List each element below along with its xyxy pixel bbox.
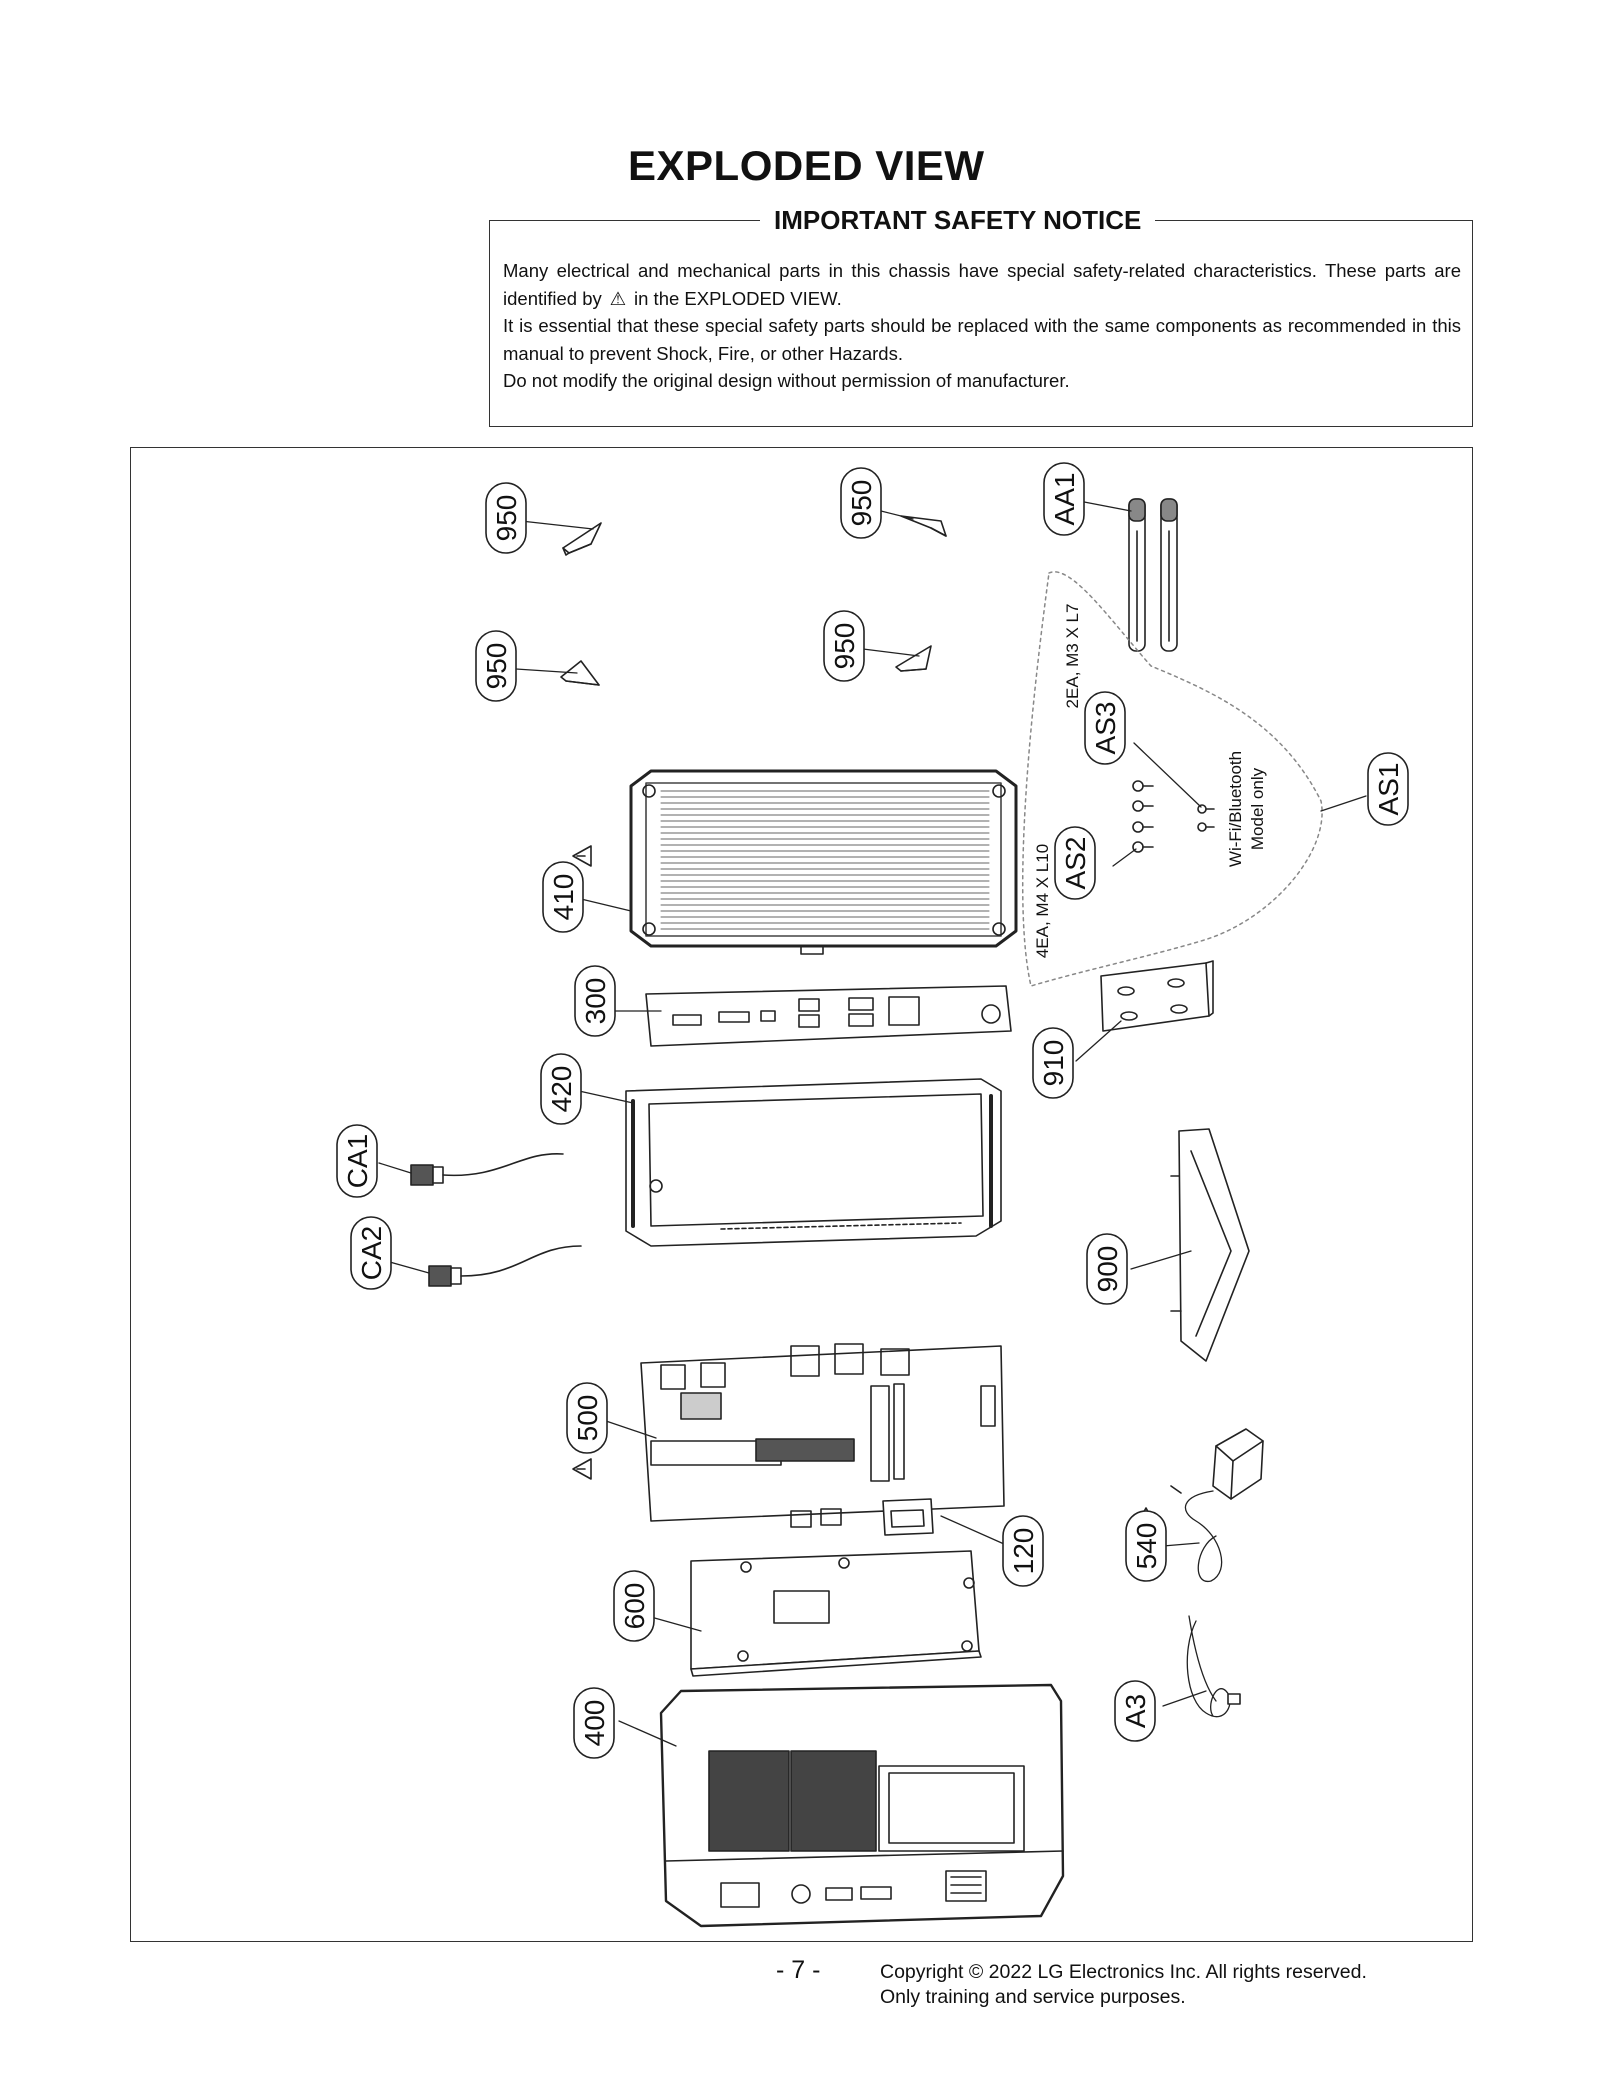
callout-300-label: 300 — [580, 978, 611, 1025]
callout-410-label: 410 — [548, 874, 579, 921]
callout-as2-label: AS2 — [1060, 837, 1091, 890]
foot-part-950-2 — [900, 515, 947, 537]
callout-600-label: 600 — [619, 1583, 650, 1630]
callout-500-label: 500 — [572, 1395, 603, 1442]
callout-500: 500 — [566, 1382, 608, 1454]
page-title: EXPLODED VIEW — [628, 142, 985, 189]
callout-950-3: 950 — [475, 630, 517, 702]
copyright-line-1: Copyright © 2022 LG Electronics Inc. All… — [880, 1961, 1367, 1983]
callout-540: 540 — [1125, 1510, 1167, 1582]
callout-as3: AS3 — [1084, 691, 1126, 765]
callout-420-label: 420 — [546, 1066, 577, 1113]
callout-ca2-label: CA2 — [356, 1226, 387, 1280]
callout-ca1: CA1 — [336, 1124, 378, 1198]
callout-900-label: 900 — [1092, 1246, 1123, 1293]
callout-950-2: 950 — [840, 467, 882, 539]
callout-400: 400 — [573, 1687, 615, 1759]
safety-notice-line1b: in the EXPLODED VIEW. — [634, 287, 842, 309]
callout-600: 600 — [613, 1570, 655, 1642]
warning-triangle-icon-500 — [572, 1458, 592, 1480]
safety-notice-line1a: Many electrical and mechanical parts in … — [503, 260, 1461, 309]
shield-plate-part-600 — [690, 1550, 982, 1677]
safety-notice-body: Many electrical and mechanical parts in … — [503, 257, 1461, 395]
callout-ca2: CA2 — [350, 1216, 392, 1290]
safety-notice-title: IMPORTANT SAFETY NOTICE — [760, 205, 1156, 236]
safety-notice-paragraph-3: Do not modify the original design withou… — [503, 370, 1070, 391]
mid-frame-part-420 — [625, 1078, 1002, 1247]
callout-910-label: 910 — [1038, 1040, 1069, 1087]
safety-notice-paragraph-1: Many electrical and mechanical parts in … — [503, 257, 1461, 312]
callout-950-1: 950 — [485, 482, 527, 554]
copyright-notice: Copyright © 2022 LG Electronics Inc. All… — [880, 1960, 1367, 2010]
adapter-part-540 — [1170, 1428, 1264, 1582]
callout-950-3-label: 950 — [481, 643, 512, 690]
bottom-chassis-part-400 — [659, 1683, 1065, 1928]
antenna-part-aa1 — [1128, 498, 1178, 652]
exploded-view-frame: 950 950 AA1 950 950 AS3 AS2 AS1 410 300 … — [130, 447, 1473, 1942]
callout-a3: A3 — [1114, 1680, 1156, 1742]
foot-part-950-4 — [895, 645, 932, 672]
callout-as1-label: AS1 — [1373, 763, 1404, 816]
power-cord-part-a3 — [1186, 1615, 1241, 1718]
wifi-model-text-line1: Wi-Fi/Bluetooth — [1226, 751, 1245, 867]
callout-950-4-label: 950 — [829, 623, 860, 670]
wifi-kit-dotted-outline — [1021, 571, 1323, 987]
foot-part-950-3 — [560, 660, 600, 686]
screws-as3 — [1197, 804, 1215, 832]
top-cover-part-410 — [629, 769, 1018, 955]
callout-as1: AS1 — [1367, 752, 1409, 826]
stand-part-900 — [1170, 1128, 1250, 1362]
callout-a3-label: A3 — [1120, 1694, 1151, 1728]
callout-aa1-label: AA1 — [1049, 473, 1080, 526]
callout-120: 120 — [1002, 1515, 1044, 1587]
warning-triangle-icon: ⚠ — [609, 287, 627, 309]
wifi-bracket-part-910 — [1100, 960, 1214, 1032]
callout-ca1-label: CA1 — [342, 1134, 373, 1188]
callout-910: 910 — [1032, 1027, 1074, 1099]
bracket-part-120 — [882, 1498, 934, 1536]
callout-aa1: AA1 — [1043, 462, 1085, 536]
page-number: - 7 - — [776, 1956, 821, 1984]
callout-950-1-label: 950 — [491, 495, 522, 542]
callout-950-4: 950 — [823, 610, 865, 682]
callout-as2: AS2 — [1054, 826, 1096, 900]
foot-part-950-1 — [562, 522, 602, 556]
callout-420: 420 — [540, 1053, 582, 1125]
wifi-model-text-line2: Model only — [1248, 767, 1267, 850]
callout-900: 900 — [1086, 1233, 1128, 1305]
callout-950-2-label: 950 — [846, 480, 877, 527]
callout-410: 410 — [542, 861, 584, 933]
leader-lines — [378, 500, 1367, 1747]
callout-300: 300 — [574, 965, 616, 1037]
callout-540-label: 540 — [1131, 1523, 1162, 1570]
safety-notice-box: IMPORTANT SAFETY NOTICE Many electrical … — [489, 205, 1473, 427]
warning-triangle-icon-410 — [572, 845, 592, 867]
callout-as3-label: AS3 — [1090, 702, 1121, 755]
safety-notice-paragraph-2: It is essential that these special safet… — [503, 315, 1461, 364]
screws-as2 — [1132, 780, 1154, 853]
callout-120-label: 120 — [1008, 1528, 1039, 1575]
callout-400-label: 400 — [579, 1700, 610, 1747]
exploded-view-diagram: 950 950 AA1 950 950 AS3 AS2 AS1 410 300 … — [336, 462, 1409, 1928]
as2-spec-text: 4EA, M4 X L10 — [1033, 844, 1052, 958]
cable-part-ca1 — [410, 1153, 564, 1186]
copyright-line-2: Only training and service purposes. — [880, 1986, 1186, 2008]
io-bracket-part-300 — [645, 985, 1012, 1047]
main-board-part-500 — [640, 1343, 1005, 1528]
as3-spec-text: 2EA, M3 X L7 — [1063, 604, 1082, 709]
cable-part-ca2 — [428, 1245, 582, 1287]
